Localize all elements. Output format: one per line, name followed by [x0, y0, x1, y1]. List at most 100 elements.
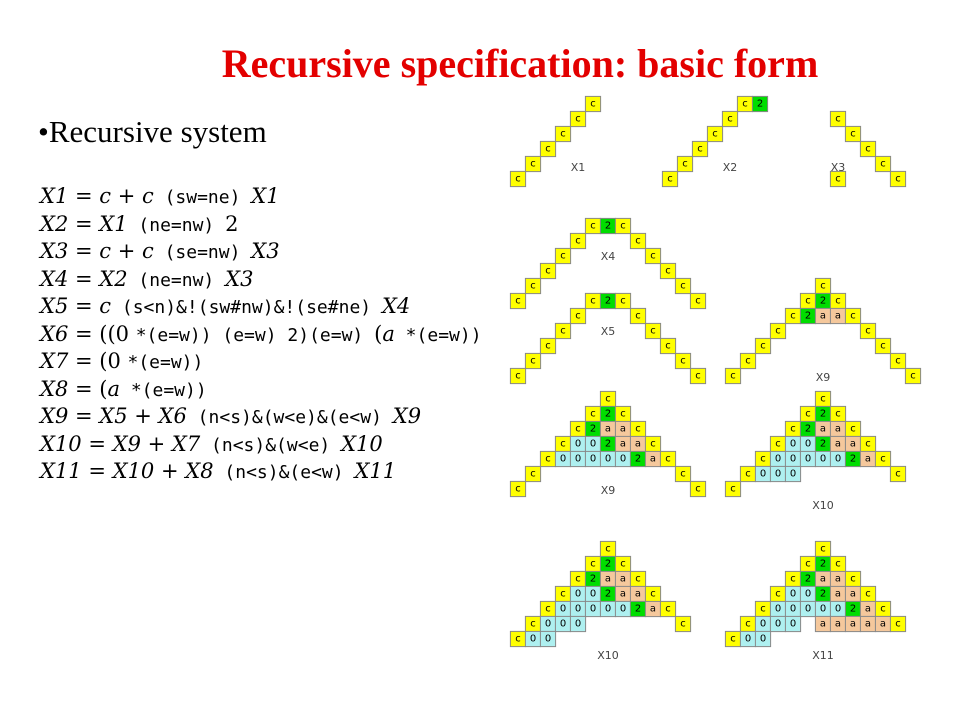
cell-symbol: 2 [635, 604, 641, 615]
cell-symbol: c [835, 559, 841, 570]
cell-symbol: a [820, 574, 826, 585]
cell-symbol: c [775, 589, 781, 600]
cell [569, 615, 587, 633]
cell-symbol: c [712, 129, 718, 140]
picture-label: X10 [597, 649, 619, 662]
cell-symbol: 0 [605, 454, 611, 465]
cell [754, 337, 772, 355]
cell-symbol: c [560, 589, 566, 600]
cell-symbol: c [575, 574, 581, 585]
cell-symbol: c [895, 619, 901, 630]
cell-symbol: c [682, 159, 688, 170]
cell-symbol: c [590, 296, 596, 307]
equation-term: c [99, 184, 112, 208]
cell [721, 110, 739, 128]
picture-label: X11 [812, 649, 834, 662]
cell-symbol: 2 [605, 409, 611, 420]
cell-symbol: c [665, 341, 671, 352]
equation-4: X4 = X2 (ne=nw) X3 [40, 266, 482, 294]
cell-symbol: 2 [805, 311, 811, 322]
cell-symbol: a [620, 574, 626, 585]
cell-symbol: a [620, 439, 626, 450]
cell-symbol: 0 [760, 619, 766, 630]
cell-symbol: c [730, 371, 736, 382]
cell-symbol: c [835, 296, 841, 307]
cell-symbol: 0 [545, 619, 551, 630]
cell-symbol: a [835, 589, 841, 600]
equation-term: 2 [225, 211, 239, 236]
equation-term: (n<s)&(w<e)&(e<w) [186, 407, 393, 428]
cell [524, 465, 542, 483]
cell-symbol: 2 [805, 424, 811, 435]
cell-symbol: 0 [590, 604, 596, 615]
equation-term: + [111, 184, 142, 208]
cell-symbol: c [850, 574, 856, 585]
cell-symbol: 0 [790, 589, 796, 600]
cell-symbol: a [635, 439, 641, 450]
equation-2: X2 = X1 (ne=nw) 2 [40, 211, 482, 239]
cell-symbol: c [530, 356, 536, 367]
cell-symbol: c [745, 356, 751, 367]
cell-symbol: 0 [760, 634, 766, 645]
cell-symbol: c [515, 484, 521, 495]
cell-symbol: c [895, 356, 901, 367]
cell [554, 247, 572, 265]
equation-term: X11 [354, 459, 397, 483]
cell [509, 292, 527, 310]
equation-term: X9 [112, 431, 141, 456]
cell-symbol: a [820, 311, 826, 322]
cell-symbol: c [865, 589, 871, 600]
cell [689, 292, 707, 310]
cell-symbol: c [775, 439, 781, 450]
cell-symbol: 2 [805, 574, 811, 585]
picture-label: X1 [571, 161, 586, 174]
picture-label: X10 [812, 499, 834, 512]
picture-label: X2 [723, 161, 738, 174]
cell [874, 337, 892, 355]
equation-lhs: X2 [40, 211, 69, 236]
cell [874, 155, 892, 173]
cell [674, 615, 692, 633]
equals-sign: = [68, 349, 100, 373]
equation-9: X9 = X5 + X6 (n<s)&(w<e)&(e<w) X9 [40, 403, 482, 431]
equation-lhs: X5 [40, 294, 69, 318]
cell [659, 450, 677, 468]
cell-symbol: c [635, 311, 641, 322]
cell [661, 170, 679, 188]
cell-symbol: 2 [820, 559, 826, 570]
cell-symbol: c [820, 281, 826, 292]
cell-symbol: c [530, 159, 536, 170]
cell-symbol: 0 [790, 454, 796, 465]
cell [524, 155, 542, 173]
cell-symbol: c [560, 326, 566, 337]
equals-sign: = [68, 266, 100, 291]
cell [689, 367, 707, 385]
cell-symbol: c [590, 409, 596, 420]
cell-symbol: c [530, 619, 536, 630]
cell-symbol: a [865, 604, 871, 615]
cell-symbol: c [515, 371, 521, 382]
cell-symbol: c [745, 469, 751, 480]
cell [614, 292, 632, 310]
cell [629, 307, 647, 325]
cell-symbol: a [605, 574, 611, 585]
cell-symbol: 0 [590, 439, 596, 450]
equation-lhs: X6 [40, 321, 69, 346]
equation-10: X10 = X9 + X7 (n<s)&(w<e) X10 [40, 431, 482, 459]
cell-symbol: c [515, 634, 521, 645]
cell [674, 277, 692, 295]
cell [889, 170, 907, 188]
equation-term: *(e=w)) [127, 352, 204, 373]
equation-term: a [107, 376, 120, 401]
equation-lhs: X3 [40, 239, 69, 263]
cell [524, 277, 542, 295]
cell-symbol: c [650, 326, 656, 337]
equation-lhs: X11 [40, 459, 82, 483]
cell [539, 337, 557, 355]
cell-symbol: c [635, 236, 641, 247]
